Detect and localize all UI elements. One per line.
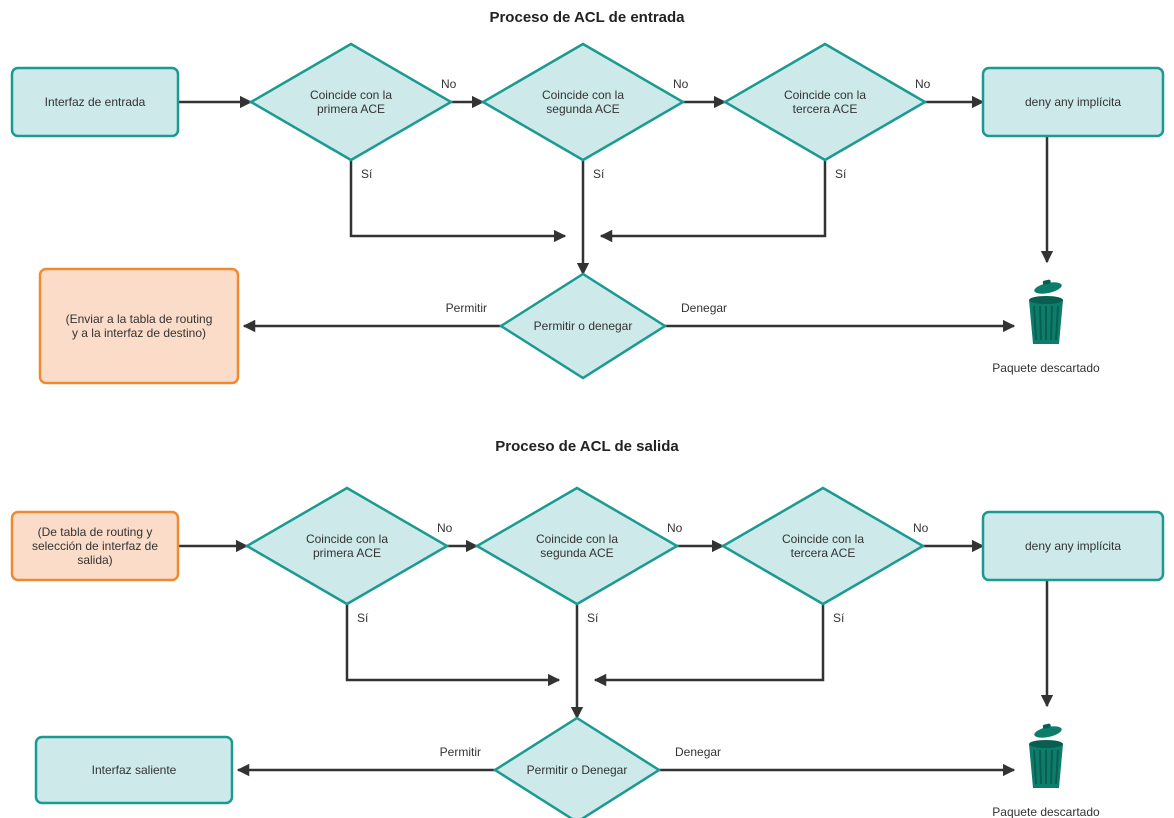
outbound-permit-text: Interfaz saliente (92, 763, 177, 777)
outbound-decision-1 (244, 486, 450, 606)
outbound-drop-label: Paquete descartado (992, 805, 1100, 818)
outbound-trash-icon (1029, 723, 1063, 788)
outbound-edge-si-3 (593, 604, 825, 687)
inbound-edge-si-1 (349, 160, 567, 243)
inbound-permit-box (38, 267, 240, 385)
inbound-edge-si-3 (599, 160, 827, 243)
inbound-no-3: No (915, 77, 931, 91)
outbound-deny-text: deny any implícita (1025, 539, 1121, 553)
inbound-deny-label: Denegar (681, 301, 727, 315)
outbound-no-3: No (913, 521, 929, 535)
inbound-permit-decision-text: Permitir o denegar (534, 319, 633, 333)
outbound-permit-box (34, 735, 234, 805)
inbound-title: Proceso de ACL de entrada (489, 9, 685, 26)
inbound-permit-label: Permitir (446, 301, 487, 315)
inbound-si-3: Sí (835, 167, 847, 181)
outbound-si-3: Sí (833, 611, 845, 625)
outbound-permit-decision-text: Permitir o Denegar (527, 763, 628, 777)
inbound-no-1: No (441, 77, 457, 91)
outbound-no-2: No (667, 521, 683, 535)
inbound-decision-1 (248, 42, 454, 162)
inbound-start-box (10, 66, 180, 138)
outbound-si-2: Sí (587, 611, 599, 625)
inbound-permit-decision (498, 272, 668, 380)
inbound-si-2: Sí (593, 167, 605, 181)
inbound-si-1: Sí (361, 167, 373, 181)
inbound-start-text: Interfaz de entrada (45, 95, 146, 109)
outbound-si-1: Sí (357, 611, 369, 625)
outbound-decision-3 (720, 486, 926, 606)
outbound-deny-box (981, 510, 1165, 582)
inbound-decision-2 (480, 42, 686, 162)
inbound-trash-icon (1029, 279, 1063, 344)
outbound-permit-decision (492, 716, 662, 818)
outbound-title: Proceso de ACL de salida (495, 438, 679, 455)
outbound-permit-label: Permitir (440, 745, 481, 759)
outbound-edge-si-1 (345, 604, 561, 687)
inbound-decision-3 (722, 42, 928, 162)
inbound-drop-label: Paquete descartado (992, 361, 1100, 375)
outbound-start-box (10, 510, 180, 582)
outbound-deny-label: Denegar (675, 745, 721, 759)
outbound-no-1: No (437, 521, 453, 535)
inbound-deny-text: deny any implícita (1025, 95, 1121, 109)
inbound-deny-box (981, 66, 1165, 138)
outbound-decision-2 (474, 486, 680, 606)
inbound-no-2: No (673, 77, 689, 91)
